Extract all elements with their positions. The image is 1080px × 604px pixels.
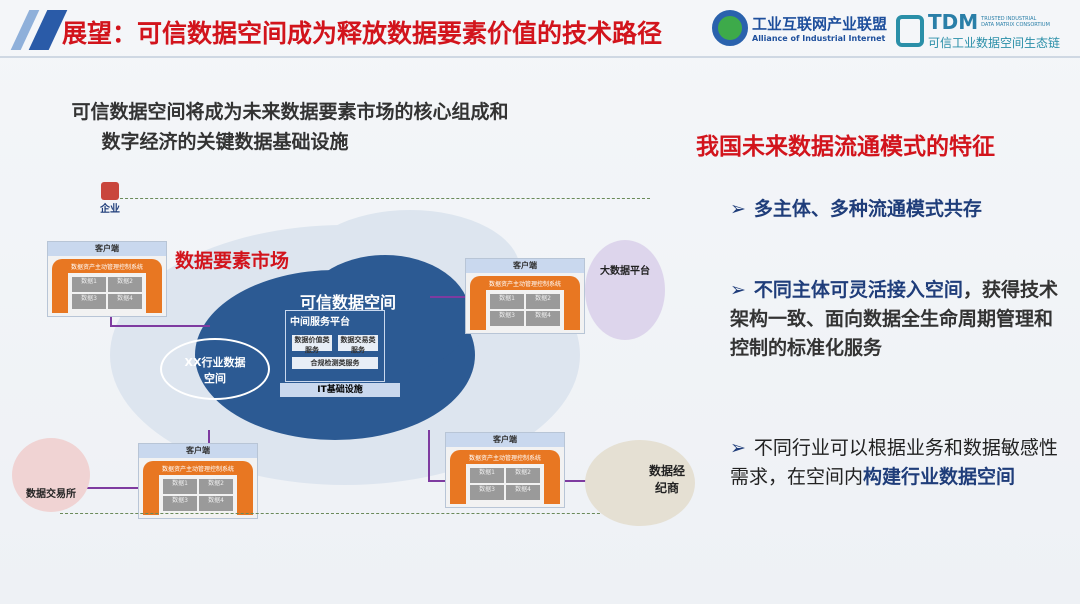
connector	[430, 296, 465, 298]
client-system: 数据资产主动管理控制系统	[161, 466, 234, 473]
bullet-3: ➢不同行业可以根据业务和数据敏感性需求，在空间内构建行业数据空间	[730, 434, 1060, 492]
logo-en: Alliance of Industrial Internet	[752, 34, 886, 43]
bullet-bold: 多主体、多种流通模式共存	[753, 198, 982, 220]
market-label: 数据要素市场	[175, 250, 290, 272]
client-system: 数据资产主动管理控制系统	[468, 455, 541, 462]
client-system: 数据资产主动管理控制系统	[488, 281, 561, 288]
it-infra: IT基础设施	[280, 383, 400, 397]
bigdata-node: 大数据平台	[585, 240, 665, 340]
data-item: 数据4	[506, 485, 540, 500]
data-item: 数据1	[163, 479, 197, 494]
connector	[208, 430, 210, 443]
data-item: 数据3	[470, 485, 504, 500]
exchange-node: 数据交易所	[12, 438, 90, 512]
data-item: 数据2	[108, 277, 142, 292]
exchange-label: 数据交易所	[26, 489, 76, 500]
data-item: 数据4	[199, 496, 233, 511]
data-item: 数据2	[526, 294, 560, 309]
data-item: 数据4	[526, 311, 560, 326]
hexagon-logo-icon	[896, 14, 924, 47]
platform-box: 中间服务平台 数据价值类服务 数据交易类服务 合规检测类服务	[285, 310, 385, 382]
tds-title: 可信数据空间	[300, 293, 397, 312]
client-header: 客户端	[48, 242, 166, 256]
connector	[110, 317, 112, 327]
bullet-text: 不同行业可以根据业务和数据敏感性需求，在空间内	[730, 437, 1058, 488]
client-header: 客户端	[446, 433, 564, 447]
connector	[428, 480, 445, 482]
logo-en2: DATA MATRIX CONSORTIUM	[981, 22, 1050, 28]
logo-cn: 可信工业数据空间生态链	[928, 36, 1061, 50]
connector	[110, 325, 210, 327]
data-item: 数据1	[470, 468, 504, 483]
service-value: 数据价值类服务	[292, 335, 332, 354]
connector	[70, 487, 138, 489]
data-item: 数据1	[72, 277, 106, 292]
dashed-link	[60, 513, 620, 514]
data-item: 数据3	[490, 311, 524, 326]
connector	[565, 480, 590, 482]
logo-en1: TRUSTED INDUSTRIAL	[981, 16, 1037, 22]
bullet-2: ➢ 不同主体可灵活接入空间，获得技术架构一致、面向数据全生命周期管理和控制的标准化…	[730, 276, 1060, 363]
data-item: 数据3	[163, 496, 197, 511]
features-heading: 我国未来数据流通模式的特征	[696, 134, 995, 160]
service-trade: 数据交易类服务	[338, 335, 378, 354]
bullet-bold: 不同主体可灵活接入空间	[753, 279, 963, 301]
subtitle-line2: 数字经济的关键数据基础设施	[101, 131, 349, 153]
arrow-icon: ➢	[730, 437, 746, 459]
header-divider	[0, 56, 1080, 58]
arrow-icon: ➢	[730, 279, 746, 301]
broker-node: 数据经纪商	[585, 440, 695, 526]
bullet-text: ，获得技术架构一致、面向数据全生命周期管理和控制的标准化服务	[730, 279, 1058, 359]
arrow-icon: ➢	[730, 198, 746, 220]
industry-space-cloud: XX行业数据空间	[160, 338, 270, 400]
page-title: 展望：可信数据空间成为释放数据要素价值的技术路径	[62, 19, 663, 48]
connector	[428, 430, 430, 482]
gear-logo-icon	[712, 10, 748, 46]
bullet-1: ➢ 多主体、多种流通模式共存	[730, 195, 1060, 224]
middle-platform: 中间服务平台	[290, 317, 350, 328]
building-icon	[101, 182, 119, 200]
data-item: 数据1	[490, 294, 524, 309]
enterprise-node: 企业	[92, 182, 128, 218]
bigdata-label: 大数据平台	[600, 266, 650, 277]
subtitle-line1: 可信数据空间将成为未来数据要素市场的核心组成和	[71, 101, 509, 123]
dashed-link	[110, 198, 650, 199]
service-compliance: 合规检测类服务	[292, 357, 378, 369]
bullet-bold: 构建行业数据空间	[863, 466, 1016, 488]
client-header: 客户端	[139, 444, 257, 458]
logo-main: TDM	[928, 10, 979, 34]
logo-cn: 工业互联网产业联盟	[752, 15, 888, 33]
data-item: 数据4	[108, 294, 142, 309]
client-header: 客户端	[466, 259, 584, 273]
broker-label: 数据经纪商	[648, 464, 685, 495]
data-item: 数据2	[199, 479, 233, 494]
client-system: 数据资产主动管理控制系统	[70, 264, 143, 271]
data-item: 数据2	[506, 468, 540, 483]
trusted-space-cloud-bump	[300, 255, 470, 375]
data-item: 数据3	[72, 294, 106, 309]
enterprise-label: 企业	[100, 204, 120, 215]
